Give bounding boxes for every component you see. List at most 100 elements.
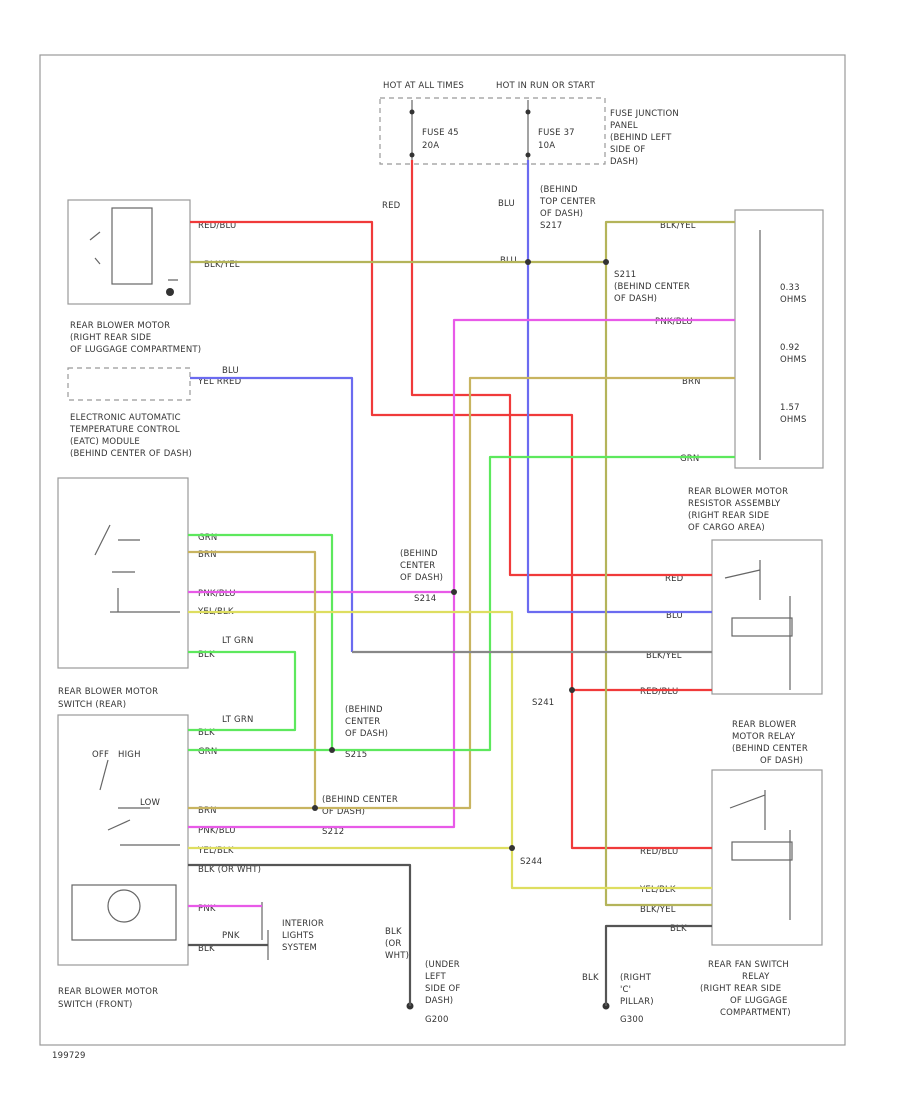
- fuse45-label: FUSE 45: [422, 128, 459, 138]
- fan-relay-label-4: OF LUGGAGE: [730, 996, 788, 1006]
- switch-front-wire-3: BRN: [198, 806, 217, 816]
- eatc-label-1: ELECTRONIC AUTOMATIC: [70, 413, 181, 423]
- ground-left-wire-1: BLK: [385, 927, 402, 937]
- relay-outline: [711, 769, 823, 946]
- s214-label-2: CENTER: [400, 561, 435, 571]
- ground-left-wire-2: (OR: [385, 939, 402, 949]
- s211-label-3: OF DASH): [614, 294, 657, 304]
- fuse-panel-label-4: SIDE OF: [610, 145, 646, 155]
- interior-connector: [261, 902, 269, 960]
- ground-right-label-4: G300: [620, 1015, 644, 1025]
- resistor-wire-2: PNK/BLU: [655, 317, 693, 327]
- s211-label-1: S211: [614, 270, 636, 280]
- wire-yel-blk-switch-rear: [188, 610, 712, 890]
- eatc-label-2: TEMPERATURE CONTROL: [69, 425, 180, 435]
- relay-control-outline: [711, 539, 823, 695]
- fuse45-rating: 20A: [422, 141, 439, 151]
- wire-blk-ground-right: [604, 924, 712, 1006]
- interior-label-1: INTERIOR: [282, 919, 324, 929]
- splice-blu-top: [525, 259, 531, 265]
- footer-code: 199729: [52, 1051, 86, 1061]
- switch-front-contacts: [99, 759, 180, 846]
- ground-right-wire: BLK: [582, 973, 599, 983]
- relay-control: RED BLU BLK/YEL RED/BLU S241: [532, 539, 823, 708]
- interior-label-2: LIGHTS: [282, 931, 314, 941]
- eatc-wire-label: YEL RRED: [197, 377, 242, 387]
- switch-rear-ltgrn: LT GRN: [222, 636, 254, 646]
- switch-rear-contacts: [94, 524, 180, 613]
- motor-label-1: REAR BLOWER MOTOR: [70, 321, 170, 331]
- wire-red-blu-motor: [190, 220, 712, 850]
- switch-front-label-1: REAR BLOWER MOTOR: [58, 987, 158, 997]
- s244-label: S244: [520, 857, 542, 867]
- eatc-outline: [67, 367, 191, 401]
- relay-label-1: REAR BLOWER: [732, 720, 797, 730]
- switch-front-low: LOW: [140, 798, 161, 808]
- interior-label-3: SYSTEM: [282, 943, 317, 953]
- rear-blower-switch-front: LT GRN BLK GRN OFF HIGH LOW BRN PNK/BLU …: [57, 714, 261, 1010]
- ground-left-wire-3: WHT): [385, 951, 409, 961]
- s212-label-2: OF DASH): [322, 807, 365, 817]
- s211-label-2: (BEHIND CENTER: [614, 282, 690, 292]
- red-wire-label: RED: [382, 201, 401, 211]
- wire-blk-ground-left: [188, 863, 412, 1006]
- behind-top-label-1: (BEHIND: [540, 185, 578, 195]
- switch-rear-wire-2: BRN: [198, 550, 217, 560]
- fuse37-bottom-dot: [525, 152, 531, 158]
- switch-front-wire-5: YEL/BLK: [197, 846, 234, 856]
- blu-wire-label: BLU: [498, 199, 515, 209]
- ground-left-label-2: LEFT: [425, 972, 446, 982]
- splice-dots: [312, 259, 609, 851]
- wire-lt-grn-loop: [188, 650, 297, 732]
- fuse-panel-label-2: PANEL: [610, 121, 638, 131]
- s215-label-2: CENTER: [345, 717, 380, 727]
- fuse-junction-panel: HOT AT ALL TIMES HOT IN RUN OR START FUS…: [379, 81, 679, 167]
- behind-top-label-3: OF DASH): [540, 209, 583, 219]
- s212-label-1: (BEHIND CENTER: [322, 795, 398, 805]
- diagram-frame: [39, 54, 846, 1046]
- s214-label-4: S214: [414, 594, 436, 604]
- fuse45-top-dot: [409, 109, 415, 115]
- relay-wire-2: YEL/BLK: [639, 885, 676, 895]
- eatc-label-4: (BEHIND CENTER OF DASH): [70, 449, 192, 459]
- switch-rear-label-2: SWITCH (REAR): [58, 700, 126, 710]
- resistor-unit-2: OHMS: [780, 355, 807, 365]
- switch-front-wire-8: BLK: [198, 944, 215, 954]
- relay-control-wire-1: RED: [665, 574, 684, 584]
- switch-rear-wire-5: BLK: [198, 650, 215, 660]
- ground-left-label-5: G200: [425, 1015, 449, 1025]
- relay-wire-3: BLK/YEL: [640, 905, 676, 915]
- switch-front-wire-7: PNK: [198, 904, 216, 914]
- switch-rear-outline: [57, 477, 189, 669]
- fuse37-top-dot: [525, 109, 531, 115]
- s215-label-3: OF DASH): [345, 729, 388, 739]
- behind-top-label-2: TOP CENTER: [539, 197, 596, 207]
- resistor-label-1: REAR BLOWER MOTOR: [688, 487, 788, 497]
- relay-wire-4: BLK: [670, 924, 687, 934]
- fuse37-label: FUSE 37: [538, 128, 575, 138]
- ground-left-label-1: (UNDER: [425, 960, 460, 970]
- relay-contacts: [729, 790, 791, 920]
- s214-label-3: OF DASH): [400, 573, 443, 583]
- switch-rear-wire-3: PNK/BLU: [198, 589, 236, 599]
- resistor-label-2: RESISTOR ASSEMBLY: [688, 499, 781, 509]
- relay-coil: [731, 841, 793, 861]
- s215-label-4: S215: [345, 750, 367, 760]
- wire-red-fuse45: [410, 160, 712, 577]
- relay-control-wire-3: BLK/YEL: [646, 651, 682, 661]
- ground-left-label-3: SIDE OF: [425, 984, 461, 994]
- splice-s241: [569, 687, 575, 693]
- switch-front-wire-2: GRN: [198, 747, 217, 757]
- wire-blu-eatc: [190, 376, 354, 652]
- fuse-panel-label-3: (BEHIND LEFT: [610, 133, 672, 143]
- s212-label-3: S212: [322, 827, 344, 837]
- fan-relay-label-1: REAR FAN SWITCH: [708, 960, 789, 970]
- wire-pnk-blu-resistor: [188, 318, 735, 829]
- resistor-label-3: (RIGHT REAR SIDE: [688, 511, 769, 521]
- switch-front-outline: [57, 714, 189, 966]
- s215-label-1: (BEHIND: [345, 705, 383, 715]
- motor-wire2-label: BLK/YEL: [204, 260, 240, 270]
- switch-front-label-2: SWITCH (FRONT): [58, 1000, 133, 1010]
- fan-relay-label-2: RELAY: [742, 972, 770, 982]
- fan-relay-label-5: COMPARTMENT): [720, 1008, 791, 1018]
